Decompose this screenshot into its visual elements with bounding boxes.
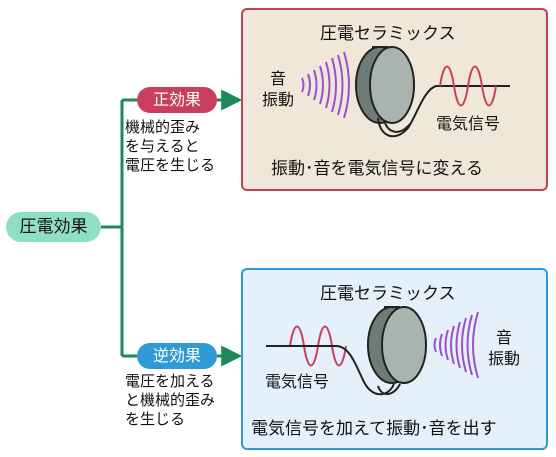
root-node: 圧電効果 [6, 212, 101, 242]
direct-panel-caption: 振動･音を電気信号に変える [271, 159, 483, 179]
ceramic-disc-icon [367, 306, 427, 384]
converse-sound-label: 音 振動 [488, 328, 521, 368]
lead-wire-icon [266, 345, 401, 396]
direct-effect-label: 正効果 [152, 90, 201, 109]
converse-effect-description: 電圧を加える と機械的歪み を生じる [125, 372, 216, 428]
direct-panel-title: 圧電セラミックス [320, 24, 456, 44]
converse-signal-label: 電気信号 [265, 372, 330, 391]
electric-signal-wave-icon [439, 65, 497, 107]
ceramic-disc-icon [355, 46, 415, 124]
root-label: 圧電効果 [19, 217, 88, 237]
sound-wave-icon [301, 51, 350, 119]
direct-signal-label: 電気信号 [436, 114, 501, 133]
sound-wave-icon [433, 311, 479, 379]
converse-effect-label: 逆効果 [152, 346, 201, 365]
converse-effect-node: 逆効果 [137, 343, 217, 369]
direct-sound-label: 音 振動 [262, 69, 295, 109]
converse-panel-title: 圧電セラミックス [320, 284, 456, 304]
lead-wire-icon [377, 85, 510, 138]
converse-panel-caption: 電気信号を加えて振動･音を出す [251, 419, 497, 439]
converse-effect-panel [241, 268, 548, 450]
direct-effect-description: 機械的歪み を与えると 電圧を生じる [125, 118, 216, 174]
direct-effect-node: 正効果 [137, 87, 217, 113]
